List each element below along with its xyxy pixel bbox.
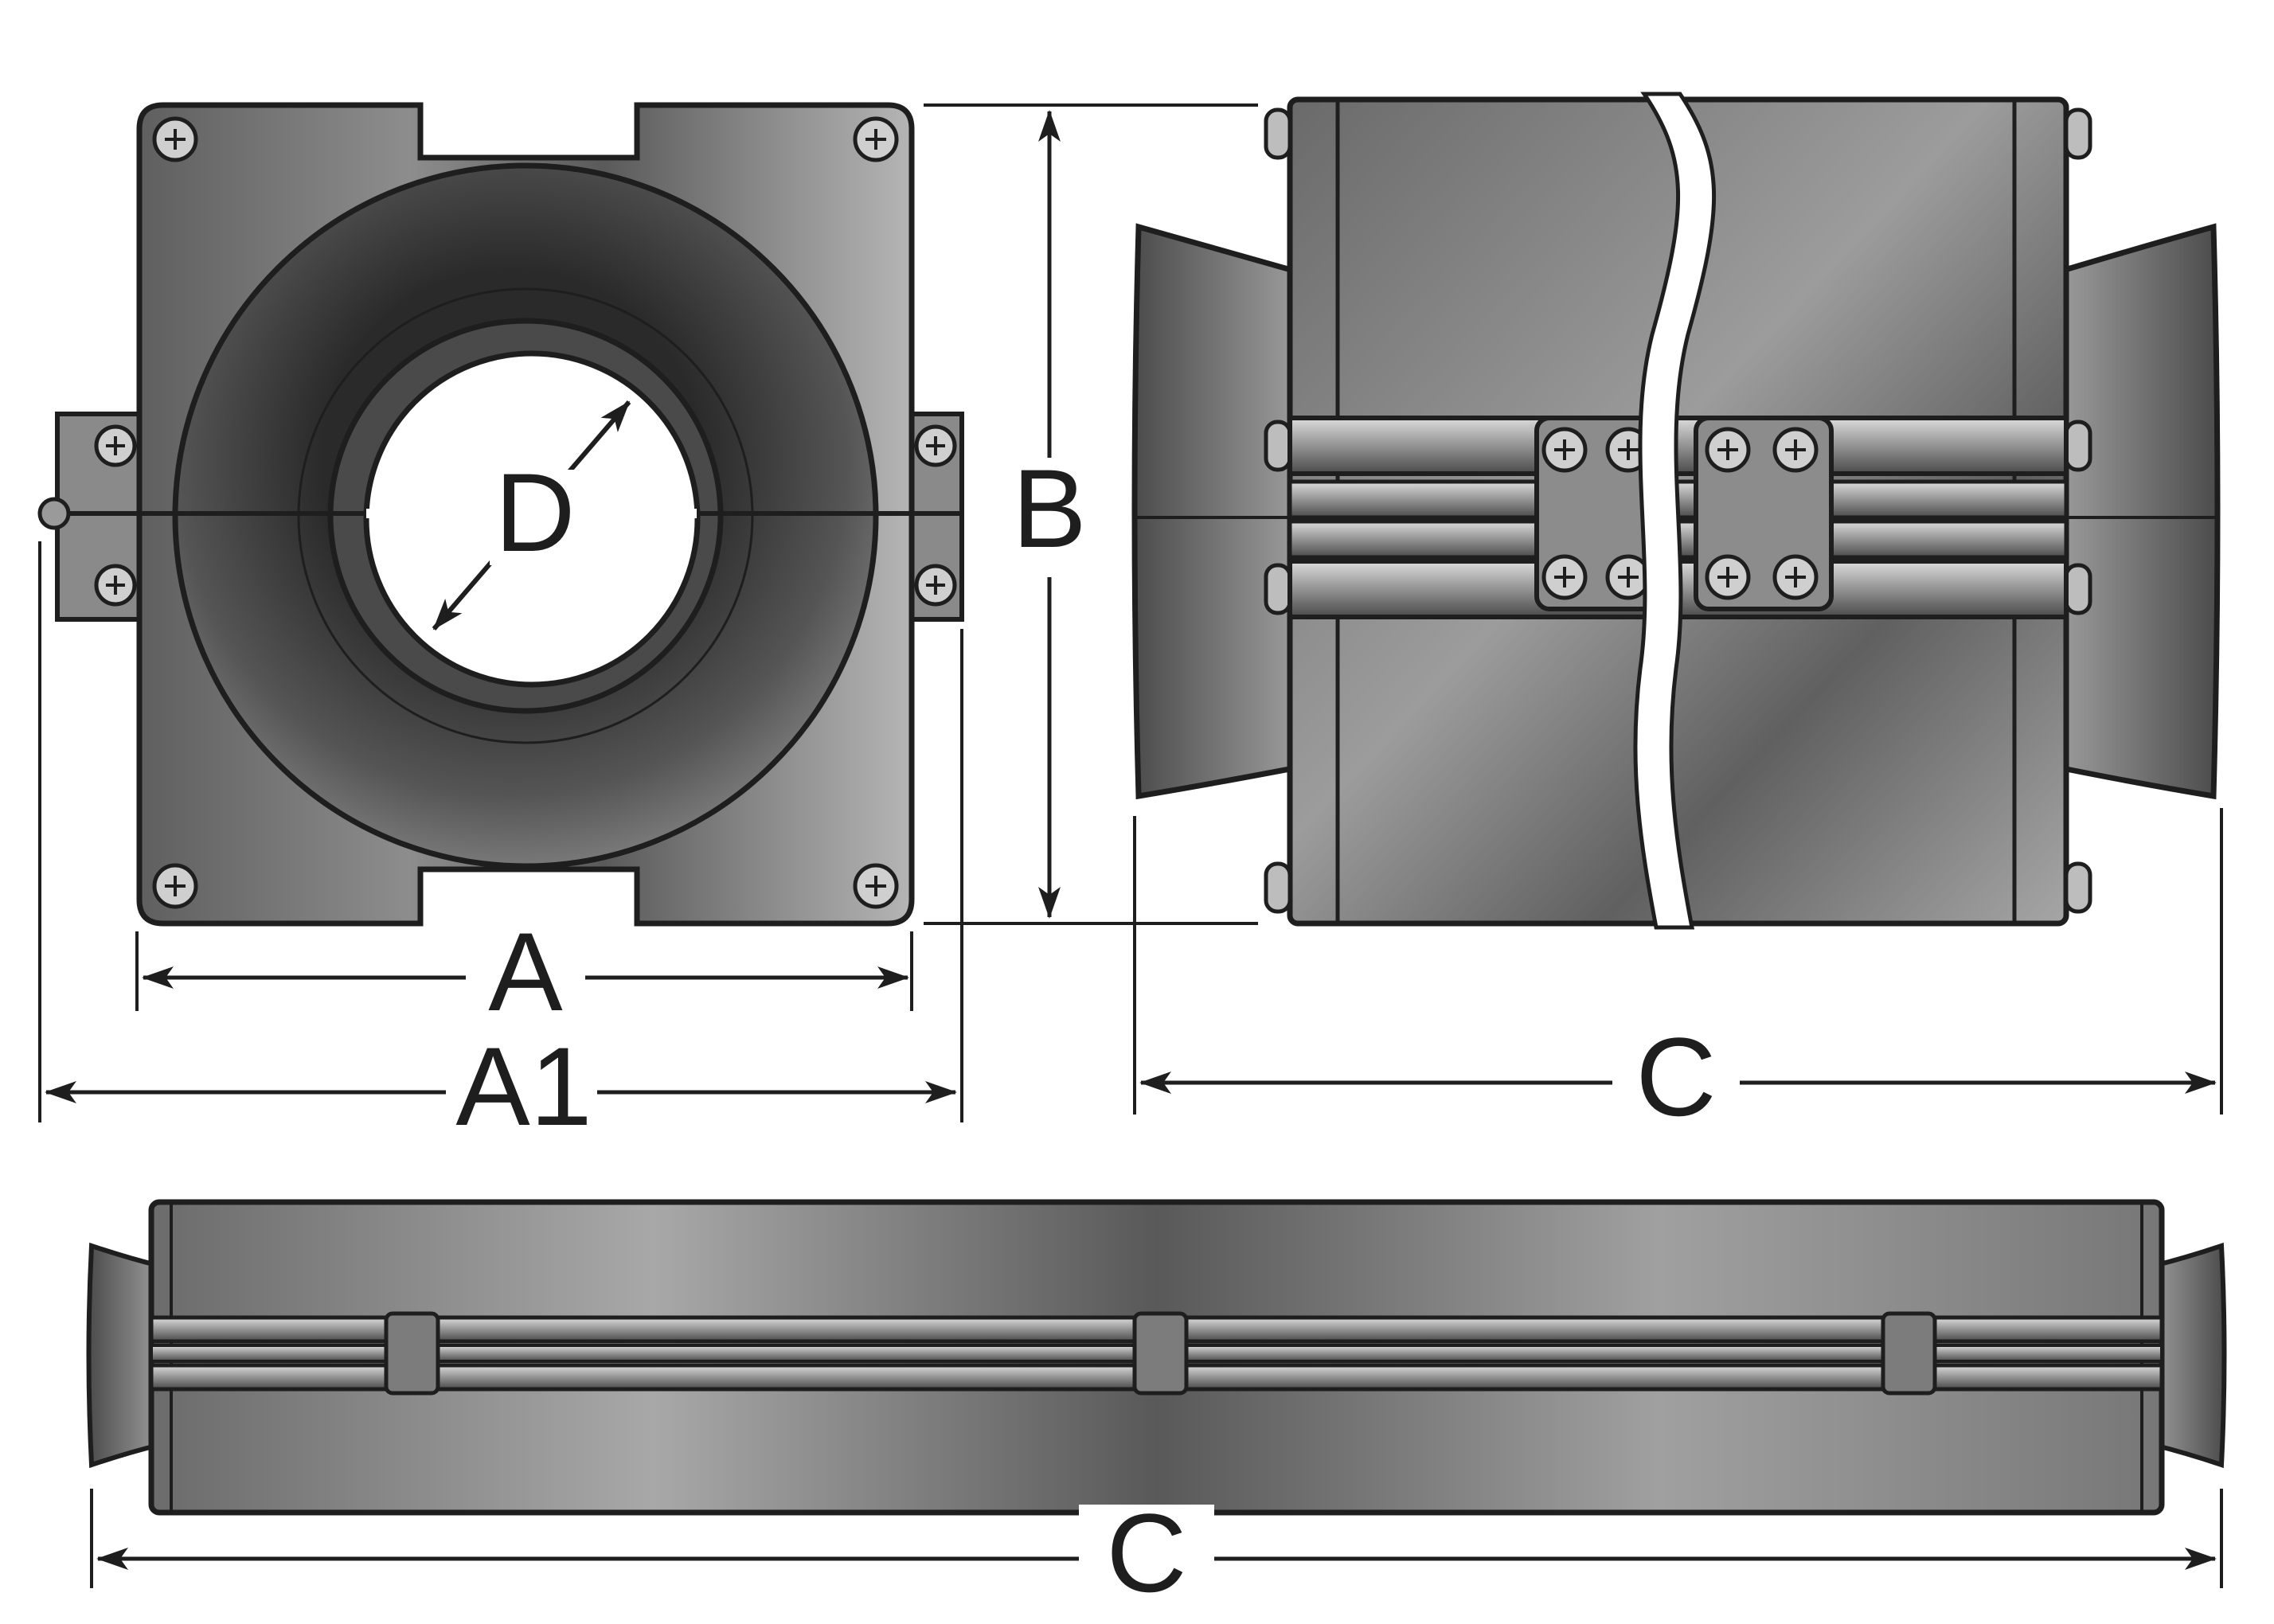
hinge-knob [37,497,71,530]
dimension-b-label: B [1012,446,1086,571]
dimension-c-side-label: C [1635,1014,1716,1139]
dimension-d-label: D [494,450,575,575]
dimensions [38,103,2223,1588]
front-view: D [37,102,964,927]
long-view [86,1199,2227,1516]
long-clamp [1132,1311,1189,1396]
dimension-c-long-label: C [1106,1490,1186,1615]
long-clamps [384,1311,1937,1396]
break-gap [1633,92,1717,930]
dimension-a-label: A [488,909,563,1034]
dimension-a1-label: A1 [455,1024,592,1149]
long-right-flare [2151,1242,2227,1469]
right-flare [2059,223,2221,800]
long-left-flare [86,1242,162,1469]
side-view [1131,92,2221,930]
long-clamp [384,1311,440,1396]
long-clamp [1881,1311,1937,1396]
left-flare [1131,223,1297,800]
